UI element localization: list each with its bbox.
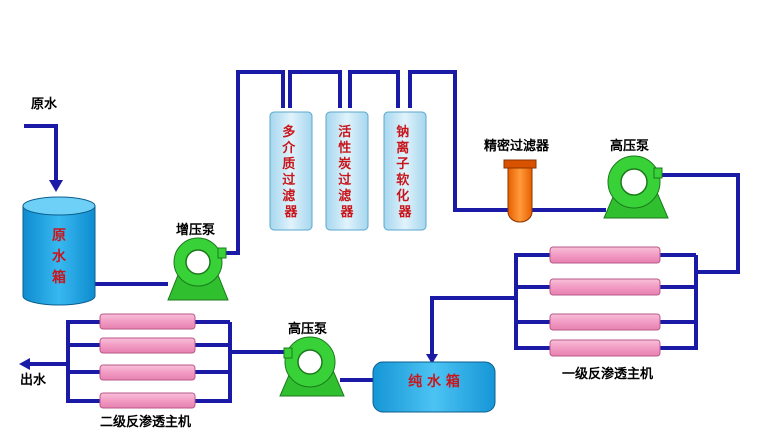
ro-stage-2-label: 二级反渗透主机 [100,414,191,430]
ro-stage-2 [99,313,196,409]
filter3-char-4: 软 [396,172,409,188]
hp-pump-2-label: 高压泵 [288,321,327,337]
svg-text:活 性 炭 过: 活 性 炭 过 滤 器 [338,124,356,220]
filter1-char-2: 介 [281,140,296,156]
hp-pump-1-icon [603,155,669,219]
filter1-char-4: 过 [282,172,295,188]
ro1-membrane-1 [549,246,661,264]
ro-stage-1 [549,246,661,357]
pipe-booster-to-filters [222,70,285,255]
filter2-char-1: 活 [338,124,351,140]
pure-tank-label: 纯 水 箱 [408,373,460,390]
svg-text:多 介 质 过: 多 介 质 过 滤 器 [281,124,300,220]
pipes [30,70,740,403]
pipe-filter1-to-filter2 [288,70,342,108]
filter2-char-3: 炭 [338,156,351,172]
ro1-membrane-2 [549,278,661,296]
raw-tank-label-1: 原 [52,228,66,244]
flow-arrows [19,124,438,370]
pipe-ro1-to-pure-tank [430,296,516,356]
pipe-hp1-to-ro1 [655,173,740,274]
filter3-char-1: 钠 [396,124,409,140]
pipe-filter3-to-precision [408,70,510,212]
raw-water-tank: 原 水 箱 [22,196,96,306]
filter1-char-3: 质 [282,156,295,172]
filter1-char-1: 多 [282,124,295,140]
raw-tank-label-3: 箱 [52,269,66,286]
ro2-membrane-4 [99,392,196,409]
water-out-label: 出水 [20,372,47,388]
filter3-char-5: 化 [396,188,409,204]
ro1-membrane-3 [549,313,661,331]
filter3-char-2: 离 [396,140,409,156]
ro2-manifold [66,320,232,403]
booster-pump-label: 增压泵 [176,222,215,238]
ro2-membrane-2 [99,337,196,354]
filter1-char-5: 滤 [282,188,295,204]
ro2-membrane-3 [99,364,196,381]
pure-water-tank: 纯 水 箱 [372,361,496,413]
activated-carbon-filter: 活 性 炭 过 滤 器 [325,111,369,231]
ro-stage-1-label: 一级反渗透主机 [562,366,653,382]
ro1-manifold [514,253,698,350]
booster-pump-icon [167,237,229,301]
multimedia-filter: 多 介 质 过 滤 器 [269,111,313,231]
ro1-membrane-4 [549,339,661,357]
precision-filter-icon [503,159,537,223]
filter3-char-6: 器 [397,205,412,220]
filter2-char-2: 性 [338,140,351,156]
hp-pump-1-label: 高压泵 [610,138,649,154]
filter2-char-5: 滤 [338,188,351,204]
filter2-char-4: 过 [338,172,351,188]
arrow-head-into-pure-tank-icon [426,354,438,364]
sodium-softener: 钠 离 子 软 化 器 [383,111,427,231]
pipe-filter2-to-filter3 [348,70,400,108]
svg-text:钠 离 子 软: 钠 离 子 软 化 器 [396,124,414,220]
raw-tank-label-2: 水 [52,248,67,265]
precision-filter-label: 精密过滤器 [484,138,550,154]
arrow-head-out-icon [19,358,30,370]
raw-water-in-label: 原水 [31,96,58,112]
arrow-head-down-icon [49,180,63,192]
filter1-char-6: 器 [283,205,298,220]
filter2-char-6: 器 [339,205,354,220]
hp-pump-2-icon [279,336,345,397]
ro2-membrane-1 [99,313,196,330]
filter3-char-3: 子 [396,157,409,172]
